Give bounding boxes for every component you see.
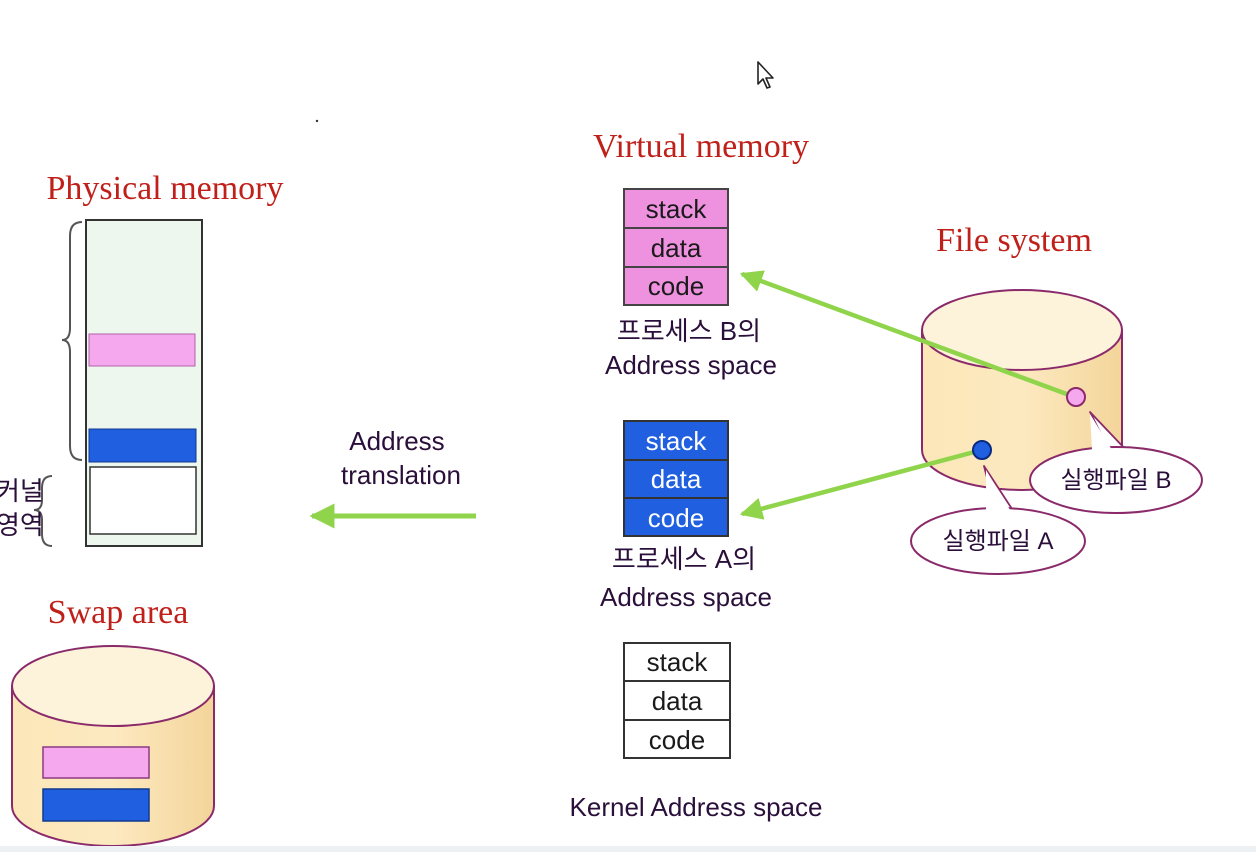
kernel-stack-label: stack: [647, 647, 709, 677]
user-region-brace: [61, 221, 83, 461]
exec-b-point: [1066, 387, 1086, 407]
stray-dot: [315, 119, 319, 123]
kernel-code-label: code: [649, 725, 705, 755]
exec-a-load-arrow: [739, 448, 979, 520]
process-a-stack-label: stack: [646, 426, 708, 456]
kernel-region-brace: [33, 475, 53, 547]
kernel-address-space: stack data code: [623, 642, 731, 759]
exec-a-callout: 실행파일 A: [910, 465, 1086, 575]
physical-memory-title: Physical memory: [46, 170, 283, 207]
process-a-data: [623, 459, 729, 499]
process-a-caption-line1: 프로세스 A의: [612, 544, 756, 574]
process-b-code: [623, 266, 729, 306]
exec-b-callout: 실행파일 B: [1029, 411, 1203, 514]
bottom-strip: [0, 846, 1256, 852]
virtual-memory-title: Virtual memory: [593, 128, 809, 165]
swap-area-title: Swap area: [48, 594, 189, 631]
process-a-address-space: stack data code: [623, 420, 729, 537]
swap-pink-page: [42, 746, 150, 779]
process-b-stack-label: stack: [646, 194, 708, 224]
physical-memory-pink-frame: [88, 333, 196, 367]
process-b-caption-line1: 프로세스 B의: [617, 316, 761, 346]
process-b-caption-line2: Address space: [605, 350, 777, 380]
process-b-address-space: stack data code: [623, 188, 729, 306]
exec-a-point: [972, 440, 992, 460]
file-system-title: File system: [936, 222, 1092, 259]
kernel-region-label-line1: 커널: [0, 476, 44, 506]
swap-area-disk-icon: [11, 645, 215, 847]
kernel-address-space-caption: Kernel Address space: [570, 792, 823, 822]
physical-memory-kernel-region: [89, 466, 197, 535]
process-b-data-label: data: [651, 233, 702, 263]
process-b-data: [623, 227, 729, 268]
exec-b-callout-label: 실행파일 B: [1061, 467, 1172, 494]
process-a-data-label: data: [651, 464, 702, 494]
address-translation-label-line2: translation: [341, 460, 461, 490]
process-a-caption-line2: Address space: [600, 582, 772, 612]
process-b-stack: [623, 188, 729, 229]
address-translation-label-line1: Address: [349, 426, 444, 456]
physical-memory-blue-frame: [88, 428, 197, 463]
kernel-code: [623, 719, 731, 759]
mouse-cursor-icon: [757, 61, 774, 89]
kernel-data-label: data: [652, 686, 703, 716]
exec-b-load-arrow: [739, 270, 1073, 399]
process-a-stack: [623, 420, 729, 461]
swap-blue-page: [42, 788, 150, 822]
process-a-code-label: code: [648, 503, 704, 533]
exec-a-callout-label: 실행파일 A: [943, 528, 1054, 555]
process-b-code-label: code: [648, 271, 704, 301]
kernel-region-label-line2: 영역: [0, 510, 44, 540]
process-a-code: [623, 497, 729, 537]
